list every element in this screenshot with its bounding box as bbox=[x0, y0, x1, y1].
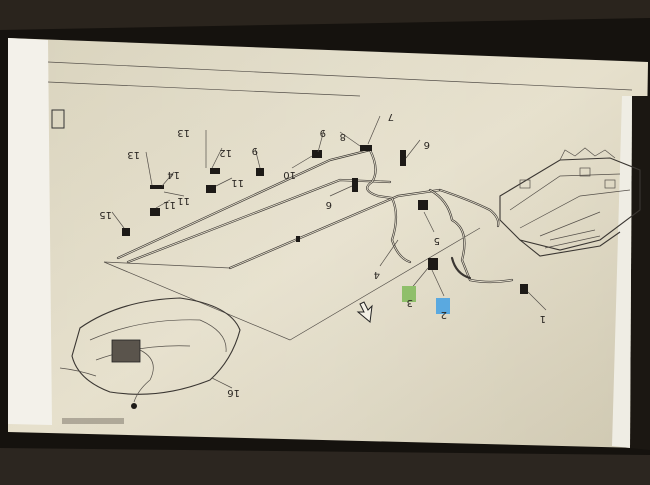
callout-11c: 11 bbox=[163, 199, 176, 210]
callout-14: 14 bbox=[167, 169, 180, 180]
right-dark-strip bbox=[630, 96, 650, 450]
leader-lines bbox=[111, 115, 547, 389]
callout-15: 15 bbox=[99, 209, 112, 220]
callout-16: 16 bbox=[227, 387, 240, 398]
callout-5: 5 bbox=[434, 235, 440, 246]
callout-3-highlight bbox=[402, 286, 416, 302]
callout-4: 4 bbox=[374, 269, 380, 280]
callout-10: 10 bbox=[283, 169, 296, 180]
bezel-top-edge bbox=[0, 0, 650, 30]
fastener-set bbox=[122, 145, 528, 294]
callout-13a: 13 bbox=[177, 127, 190, 138]
right-white-strip bbox=[612, 96, 632, 448]
left-white-strip bbox=[8, 38, 52, 425]
hose-assembly bbox=[366, 148, 514, 284]
callout-11a: 11 bbox=[231, 177, 244, 188]
callout-13b: 13 bbox=[127, 149, 140, 160]
callout-labels: 1 2 3 4 5 6 6 7 8 9 9 10 11 11 11 12 13 … bbox=[99, 111, 546, 398]
callout-1: 1 bbox=[540, 313, 546, 324]
corner-marker bbox=[51, 109, 65, 129]
screen-glare bbox=[8, 38, 648, 448]
callout-11b: 11 bbox=[177, 195, 190, 206]
callout-8: 8 bbox=[340, 131, 346, 142]
routing-outline bbox=[103, 227, 481, 341]
callout-6b: 6 bbox=[424, 139, 430, 150]
drawing-id-smudge bbox=[62, 418, 124, 424]
bezel-bottom-edge bbox=[0, 448, 650, 485]
callout-2: 2 bbox=[441, 309, 447, 320]
callout-9a: 9 bbox=[320, 127, 326, 138]
mouse-cursor-icon bbox=[356, 301, 373, 323]
callout-3: 3 bbox=[407, 297, 413, 308]
callout-9b: 9 bbox=[252, 145, 258, 156]
engine-outline bbox=[499, 147, 641, 257]
callout-7: 7 bbox=[388, 111, 394, 122]
fuel-tank-outline bbox=[59, 297, 241, 409]
drawing-border-top-2 bbox=[47, 81, 361, 97]
callout-2-highlight bbox=[436, 298, 450, 314]
routing-outline-2 bbox=[103, 261, 231, 269]
callout-6a: 6 bbox=[326, 199, 332, 210]
drawing-border-top bbox=[47, 61, 633, 91]
callout-12: 12 bbox=[219, 147, 232, 158]
